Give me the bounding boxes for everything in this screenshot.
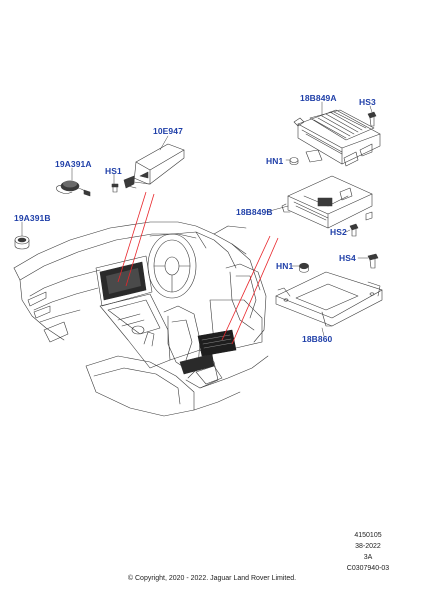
part-HN1-nut-top (289, 157, 299, 165)
part-HS2-bolt (349, 223, 359, 237)
part-HS3-bolt (367, 111, 377, 127)
callout-19A391A[interactable]: 19A391A (55, 159, 92, 169)
part-18B860-bracket (275, 271, 383, 327)
date-code: 38-2022 (355, 543, 381, 550)
callout-10E947[interactable]: 10E947 (153, 126, 183, 136)
part-HS4-bolt (367, 253, 379, 269)
ref-number: 4150105 (354, 532, 382, 539)
revision: 3A (363, 554, 373, 561)
part-HN1-nut-mid (299, 262, 309, 273)
part-18B849A-module (293, 109, 381, 167)
callout-leader-lines (21, 101, 373, 337)
vehicle-interior (13, 221, 269, 417)
callout-19A391B[interactable]: 19A391B (14, 213, 51, 223)
part-19A391B-sensor (14, 235, 30, 250)
callout-HN1-mid[interactable]: HN1 (276, 261, 294, 271)
callout-18B860[interactable]: 18B860 (302, 334, 333, 344)
part-18B849B-module (281, 175, 373, 229)
part-10E947-module (123, 143, 185, 189)
drawing-id: C0307940-03 (346, 565, 390, 572)
location-leader-lines-red (117, 191, 279, 345)
callout-HN1-top[interactable]: HN1 (266, 156, 284, 166)
callout-HS4[interactable]: HS4 (339, 253, 356, 263)
copyright-notice: © Copyright, 2020 - 2022. Jaguar Land Ro… (127, 575, 297, 582)
callout-18B849B[interactable]: 18B849B (236, 207, 273, 217)
part-HS1-screw (111, 183, 119, 193)
callout-18B849A[interactable]: 18B849A (300, 93, 337, 103)
under-seat-module (197, 329, 237, 357)
callout-HS1[interactable]: HS1 (105, 166, 122, 176)
callout-HS2[interactable]: HS2 (330, 227, 347, 237)
callout-HS3[interactable]: HS3 (359, 97, 376, 107)
part-19A391A-sensor (56, 180, 91, 197)
